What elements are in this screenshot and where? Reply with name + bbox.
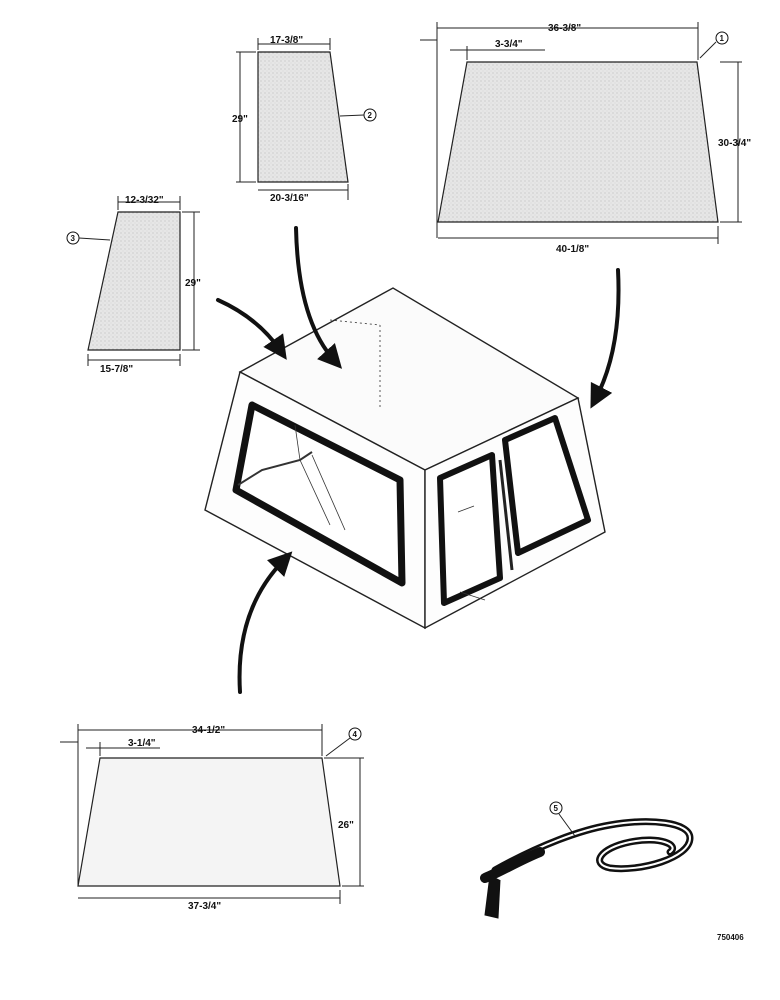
panel-4-offset-dimension: 3-1/4" xyxy=(128,738,156,749)
drawing-code: 750406 xyxy=(717,933,744,942)
panel-4-top-dimension: 34-1/2" xyxy=(192,725,225,736)
glass-panel-2-shape xyxy=(257,51,349,183)
callout-4-circle xyxy=(348,727,362,741)
panel-4-height-dimension: 26" xyxy=(338,820,354,831)
callout-1-number: 1 xyxy=(720,34,725,43)
panel-1-bottom-dimension: 40-1/8" xyxy=(556,244,589,255)
callout-3-number: 3 xyxy=(71,234,76,243)
callout-1-circle xyxy=(715,31,729,45)
panel-4-bottom-dimension: 37-3/4" xyxy=(188,901,221,912)
callout-4-number: 4 xyxy=(353,730,358,739)
panel-2-height-dimension: 29" xyxy=(232,114,248,125)
glass-panel-1: 36-3/8" 3-3/4" 30-3/4" 40-1/8" 1 xyxy=(420,22,751,255)
panel-2-top-dimension: 17-3/8" xyxy=(270,35,303,46)
glass-panel-4: 34-1/2" 3-1/4" 26" 37-3/4" 4 xyxy=(60,724,364,912)
panel-1-offset-dimension: 3-3/4" xyxy=(495,39,523,50)
glass-panel-2: 17-3/8" 29" 20-3/16" 2 xyxy=(232,35,377,204)
cab-assembly xyxy=(204,287,606,630)
panel-3-top-dimension: 12-3/32" xyxy=(125,195,164,206)
panel-2-bottom-dimension: 20-3/16" xyxy=(270,193,309,204)
panel-1-height-dimension: 30-3/4" xyxy=(718,138,751,149)
panel-3-bottom-dimension: 15-7/8" xyxy=(100,364,133,375)
glass-panel-1-shape xyxy=(437,61,719,223)
weatherstrip-seal: 5 xyxy=(480,801,694,919)
assembly-arrows xyxy=(216,226,621,694)
panel-3-height-dimension: 29" xyxy=(185,278,201,289)
callout-2-number: 2 xyxy=(368,111,373,120)
callout-5-circle xyxy=(549,801,563,815)
glass-panel-4-shape xyxy=(77,757,341,887)
panel-1-top-dimension: 36-3/8" xyxy=(548,23,581,34)
glass-panel-3-shape xyxy=(87,211,181,351)
callout-5-number: 5 xyxy=(554,804,559,813)
glass-panel-3: 12-3/32" 29" 15-7/8" 3 xyxy=(66,195,201,375)
